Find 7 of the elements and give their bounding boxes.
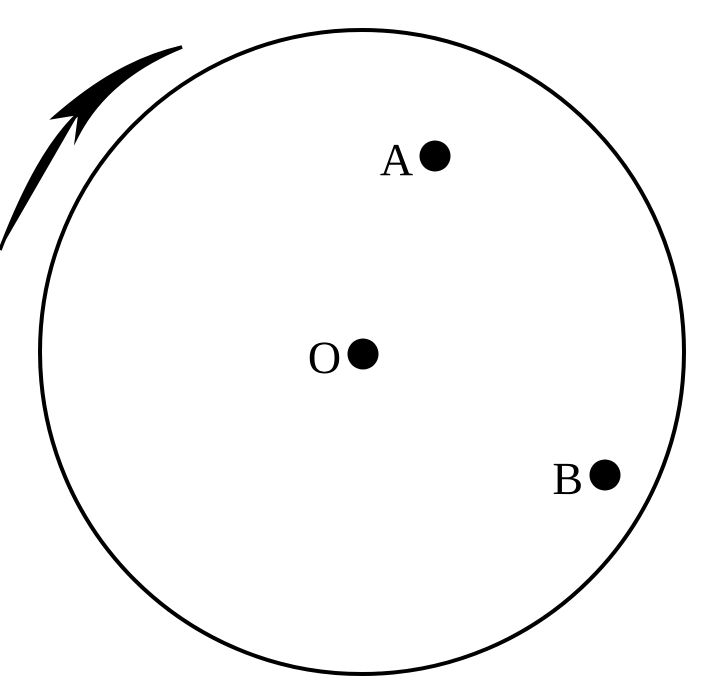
disk-outline — [38, 28, 686, 676]
point-label: O — [310, 342, 340, 374]
point-dot — [590, 460, 620, 490]
point-dot — [348, 338, 378, 370]
point-label: A — [380, 144, 413, 176]
point-label: B — [554, 464, 581, 494]
point-dot — [420, 140, 450, 172]
